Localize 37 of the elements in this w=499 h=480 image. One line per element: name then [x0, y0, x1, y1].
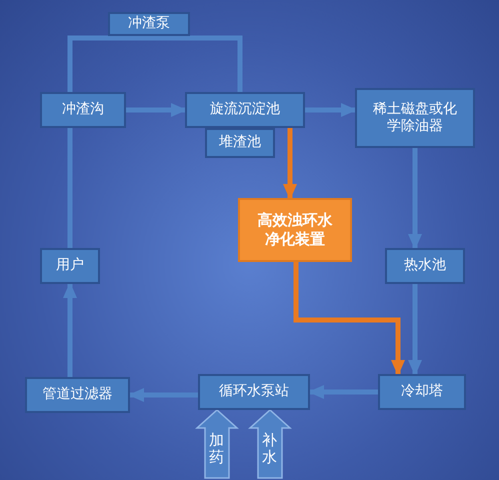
process-box [385, 248, 465, 284]
arrow [63, 282, 77, 377]
arrow [308, 385, 378, 399]
arrow [408, 284, 422, 376]
process-box [378, 374, 466, 410]
node-label: 冷却塔 [401, 383, 443, 401]
edge-label: 加药 [209, 432, 224, 466]
node-label: 用户 [56, 257, 84, 275]
node-label: 旋流沉淀池 [210, 101, 280, 119]
node-label: 管道过滤器 [42, 386, 112, 404]
node-label: 循环水泵站 [219, 383, 289, 401]
edge-label: 补水 [262, 432, 277, 466]
node-label: 堆渣池 [219, 134, 261, 152]
connector-line [68, 128, 72, 248]
block-arrow [195, 409, 239, 479]
process-box [238, 198, 352, 262]
node-label: 稀土磁盘或化学除油器 [373, 100, 457, 136]
arrow [408, 148, 422, 250]
node-label: 热水池 [404, 257, 446, 275]
process-box [108, 12, 190, 36]
connector-line [68, 36, 242, 92]
arrow [305, 103, 357, 117]
process-box [205, 128, 275, 158]
process-box [25, 377, 130, 413]
arrow [128, 388, 198, 402]
node-label: 冲渣沟 [62, 101, 104, 119]
process-box [355, 88, 475, 148]
node-label: 冲渣泵 [128, 15, 170, 33]
process-box [40, 92, 126, 128]
arrow [126, 103, 187, 117]
process-box [198, 374, 310, 410]
arrow [283, 128, 297, 200]
process-box [40, 248, 100, 284]
process-box [185, 92, 305, 128]
arrow [294, 262, 405, 376]
node-label: 高效浊环水净化装置 [258, 211, 332, 249]
block-arrow [248, 409, 292, 479]
